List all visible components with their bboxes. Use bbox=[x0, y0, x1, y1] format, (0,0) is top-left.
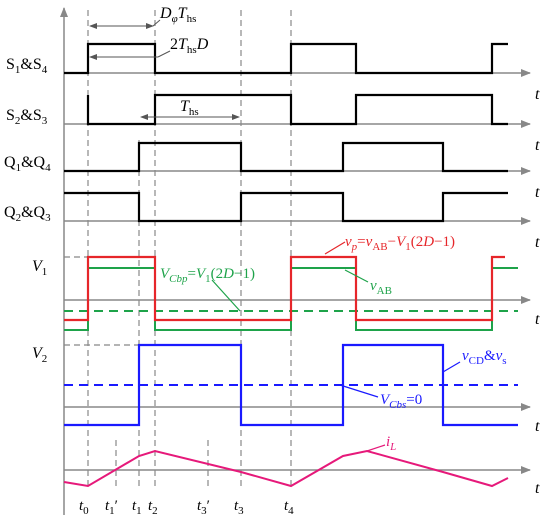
twotd-leader bbox=[157, 50, 171, 58]
gate-waveforms bbox=[64, 42, 508, 223]
axis-t-s1s4: t bbox=[535, 86, 540, 103]
label-q2q3: Q2&Q3 bbox=[4, 204, 51, 224]
waveform-vp bbox=[64, 255, 505, 322]
axis-t-q2q3: t bbox=[535, 234, 540, 251]
vcbs-leader bbox=[339, 384, 379, 398]
axis-t-s2s3: t bbox=[535, 137, 540, 154]
axis-t-q1q4: t bbox=[535, 184, 540, 201]
label-il: iL bbox=[386, 434, 396, 453]
label-vcbp: VCbp=V1(2D−1) bbox=[160, 266, 255, 285]
axis-t-vcd: t bbox=[535, 418, 540, 435]
label-vp: vp=vAB−V1(2D−1) bbox=[345, 234, 455, 253]
axis-t-il: t bbox=[535, 480, 540, 497]
axis-t-vp: t bbox=[535, 311, 540, 328]
waveform-il bbox=[63, 449, 509, 488]
waveform-q1q4 bbox=[64, 141, 508, 173]
waveform-q2q3 bbox=[64, 191, 508, 223]
label-q1q4: Q1&Q4 bbox=[4, 154, 51, 174]
time-axes bbox=[64, 69, 531, 474]
waveform-s1s4 bbox=[64, 42, 508, 75]
vab-leader bbox=[344, 269, 369, 283]
dphi-leader bbox=[152, 19, 161, 27]
vcd-leader bbox=[442, 361, 461, 373]
label-t3p: t3′ bbox=[197, 498, 210, 517]
label-2thsd: 2ThsD bbox=[170, 36, 209, 56]
label-v1: V1 bbox=[32, 258, 47, 278]
label-s2s3: S2&S3 bbox=[6, 107, 48, 127]
label-vcd-vs: vCD&vs bbox=[462, 348, 507, 367]
il-leader bbox=[366, 444, 386, 452]
label-vab: vAB bbox=[370, 278, 392, 297]
label-ths: Ths bbox=[180, 98, 199, 118]
label-t4: t4 bbox=[284, 498, 294, 517]
time-markers bbox=[87, 10, 292, 490]
label-t1: t1 bbox=[132, 498, 142, 517]
label-vcbs: VCbs=0 bbox=[380, 392, 422, 411]
label-t2: t2 bbox=[148, 498, 158, 517]
label-t0: t0 bbox=[79, 498, 89, 517]
waveform-vcd bbox=[64, 343, 518, 427]
vp-leader bbox=[324, 241, 346, 255]
vcbp-leader bbox=[211, 279, 241, 312]
label-t1p: t1′ bbox=[105, 498, 118, 517]
label-dphi-ths: DφThs bbox=[159, 5, 196, 25]
label-s1s4: S1&S4 bbox=[6, 56, 48, 76]
waveform-s2s3 bbox=[86, 93, 508, 126]
label-t3: t3 bbox=[234, 498, 244, 517]
label-v2: V2 bbox=[32, 345, 47, 365]
